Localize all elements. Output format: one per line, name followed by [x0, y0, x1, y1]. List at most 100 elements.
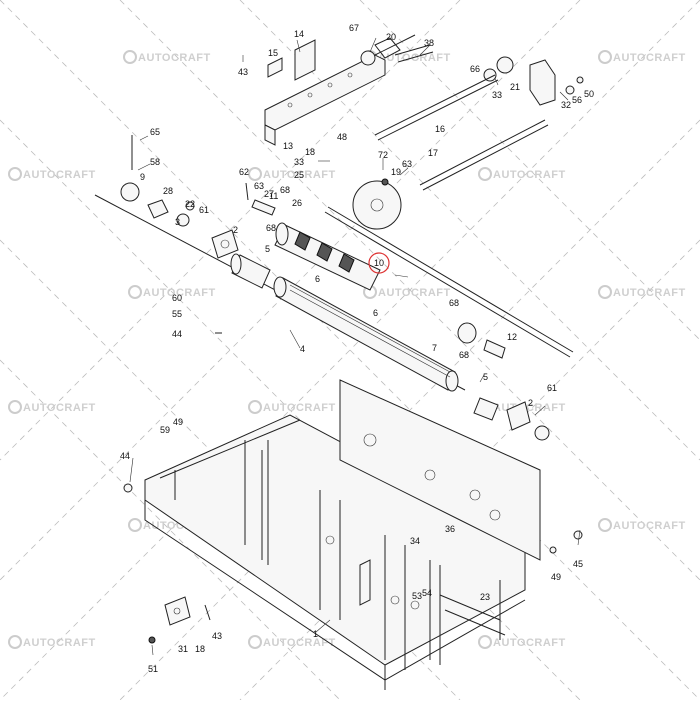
left-small-parts — [120, 135, 276, 334]
roller-6 — [273, 276, 459, 392]
watermark-logo: AUTOCRAFT — [478, 167, 566, 181]
callout-label: 34 — [410, 536, 420, 546]
callout-label: 10 — [374, 258, 384, 268]
svg-text:AUTOCRAFT: AUTOCRAFT — [263, 402, 336, 414]
callout-label: 68 — [280, 185, 290, 195]
callout-label: 44 — [120, 451, 130, 461]
callout-label: 49 — [551, 572, 561, 582]
watermark-logo: AUTOCRAFT — [8, 400, 96, 414]
callout-label: 43 — [212, 631, 222, 641]
callout-label: 5 — [483, 372, 488, 382]
callout-label: 48 — [337, 132, 347, 142]
callout-label: 63 — [254, 181, 264, 191]
callout-label: 17 — [428, 148, 438, 158]
callout-label: 20 — [386, 32, 396, 42]
svg-text:AUTOCRAFT: AUTOCRAFT — [613, 520, 686, 532]
bearing-2-left — [211, 229, 239, 259]
callout-label: 68 — [266, 223, 276, 233]
watermark-logo: AUTOCRAFT — [598, 50, 686, 64]
callout-label: 38 — [424, 38, 434, 48]
svg-text:AUTOCRAFT: AUTOCRAFT — [23, 402, 96, 414]
svg-text:AUTOCRAFT: AUTOCRAFT — [378, 287, 451, 299]
drum-10 — [274, 222, 381, 291]
callout-label: 11 — [269, 191, 278, 201]
callout-label: 2 — [528, 398, 533, 408]
callout-label: 63 — [402, 159, 412, 169]
callout-label: 32 — [561, 100, 571, 110]
svg-text:AUTOCRAFT: AUTOCRAFT — [143, 287, 216, 299]
callout-label: 1 — [313, 629, 318, 639]
pulley-5-left — [230, 253, 271, 289]
callout-label: 36 — [445, 524, 455, 534]
callout-label: 7 — [432, 343, 437, 353]
callout-label: 50 — [584, 89, 594, 99]
callout-label: 5 — [265, 244, 270, 254]
watermark-logo: AUTOCRAFT — [478, 635, 565, 649]
callout-label: 62 — [239, 167, 249, 177]
callout-label: 68 — [459, 350, 469, 360]
callout-label: 26 — [292, 198, 302, 208]
watermark-logo: AUTOCRAFT — [248, 635, 336, 649]
callout-label: 25 — [294, 170, 304, 180]
main-frame — [144, 379, 541, 690]
highlight-circle — [368, 252, 390, 274]
callout-label: 6 — [373, 308, 378, 318]
callout-label: 14 — [294, 29, 304, 39]
callout-label: 61 — [199, 205, 209, 215]
callout-label: 12 — [507, 332, 517, 342]
callout-label: 18 — [195, 644, 205, 654]
callout-label: 6 — [315, 274, 320, 284]
callout-label: 55 — [172, 309, 182, 319]
watermark-logo: AUTOCRAFT — [248, 167, 336, 181]
callout-label: 22 — [185, 199, 195, 209]
callout-label: 44 — [172, 329, 182, 339]
callout-label: 53 — [412, 591, 422, 601]
watermark-logo: AUTOCRAFT — [598, 518, 686, 532]
callout-label: 2 — [233, 225, 238, 235]
svg-text:AUTOCRAFT: AUTOCRAFT — [613, 52, 686, 64]
callout-label: 23 — [480, 592, 490, 602]
callout-label: 4 — [300, 344, 305, 354]
callout-label: 54 — [422, 588, 432, 598]
callout-label: 27 — [264, 189, 274, 199]
callout-label: 18 — [305, 147, 315, 157]
svg-text:AUTOCRAFT: AUTOCRAFT — [263, 637, 336, 649]
svg-text:AUTOCRAFT: AUTOCRAFT — [263, 169, 336, 181]
leader-lines — [129, 37, 581, 656]
svg-text:AUTOCRAFT: AUTOCRAFT — [138, 52, 211, 64]
callout-label: 13 — [283, 141, 293, 151]
svg-text:AUTOCRAFT: AUTOCRAFT — [23, 637, 96, 649]
callout-label: 58 — [150, 157, 160, 167]
callout-label: 65 — [150, 127, 160, 137]
svg-text:AUTOCRAFT: AUTOCRAFT — [493, 169, 566, 181]
watermark-logo: AUTOCRAFT — [363, 285, 451, 299]
callout-label: 33 — [294, 157, 304, 167]
callout-label: 49 — [173, 417, 183, 427]
watermark-logo: AUTOCRAFT — [123, 50, 211, 64]
callout-label: 15 — [268, 48, 278, 58]
watermark-logo: AUTOCRAFT — [128, 285, 216, 299]
callout-label: 16 — [435, 124, 445, 134]
watermark-logo: AUTOCRAFT — [598, 285, 685, 299]
callout-label: 33 — [492, 90, 502, 100]
callout-label: 19 — [391, 167, 401, 177]
watermark-logo: AUTOCRAFT — [8, 167, 95, 181]
callout-label: 66 — [470, 64, 480, 74]
callout-label: 61 — [547, 383, 557, 393]
watermark-logo: AUTOCRAFT — [248, 400, 336, 414]
callout-label: 9 — [140, 172, 145, 182]
bottom-left-parts — [123, 483, 583, 644]
callout-label: 45 — [573, 559, 583, 569]
shafts-upper — [374, 74, 549, 191]
callout-label: 31 — [178, 644, 188, 654]
callout-label: 72 — [378, 150, 388, 160]
callout-label: 60 — [172, 293, 182, 303]
callout-label: 59 — [160, 425, 170, 435]
callout-label: 43 — [238, 67, 248, 77]
right-lower-parts — [457, 322, 550, 441]
svg-text:AUTOCRAFT: AUTOCRAFT — [378, 52, 451, 64]
callout-label: 21 — [510, 82, 520, 92]
sprocket-19 — [352, 178, 402, 230]
callout-labels: 67 14 20 38 15 66 21 33 43 32 56 50 13 4… — [120, 23, 594, 674]
